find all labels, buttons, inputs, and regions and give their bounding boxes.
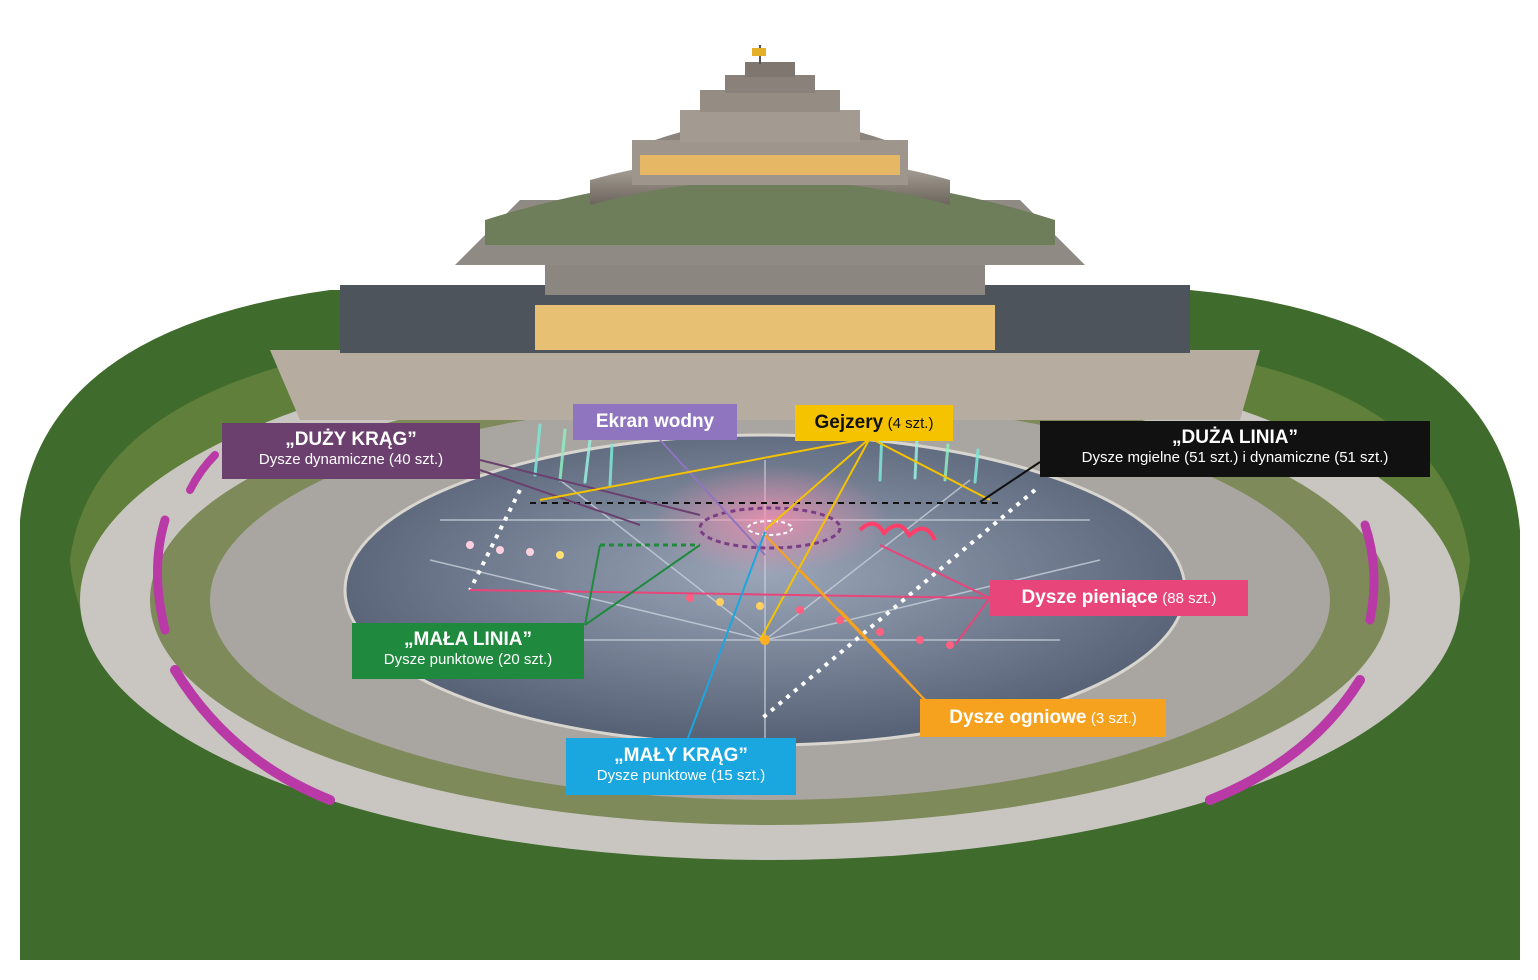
leader-duza-linia [979,461,1041,503]
front-plaza [270,350,1260,420]
dysze-pieniace-arc [858,521,937,541]
leader-pieniace-2 [879,544,991,599]
label-mala-linia-sub: Dysze punktowe (20 szt.) [383,650,553,668]
label-gejzery-sub: (4 szt.) [887,415,934,432]
leader-ekran-wodny [659,439,766,556]
flower-strip-left-top [186,451,219,494]
leader-gejzery-2 [764,437,871,531]
label-gejzery-title: Gejzery [814,412,884,433]
water-jets [533,423,980,487]
label-dysze-ogniowe: Dysze ogniowe (3 szt.) [920,699,1166,737]
leader-mala-linia-1 [584,544,701,626]
label-mala-linia: „MAŁA LINIA” Dysze punktowe (20 szt.) [352,623,584,679]
label-duzy-krag-sub: Dysze dynamiczne (40 szt.) [258,450,444,468]
label-dysze-pieniace-title: Dysze pieniące [1021,587,1158,608]
label-dysze-pieniace: Dysze pieniące (88 szt.) [990,580,1248,616]
label-gejzery: Gejzery (4 szt.) [795,405,953,441]
label-mala-linia-title: „MAŁA LINIA” [403,629,533,650]
duza-linia-nozzles [468,488,1037,722]
duzy-krag-marker [698,506,842,550]
flower-strip-right [1205,675,1365,805]
label-maly-krag-sub: Dysze punktowe (15 szt.) [596,766,766,784]
label-duzy-krag: „DUŻY KRĄG” Dysze dynamiczne (40 szt.) [222,423,480,479]
label-duza-linia: „DUŻA LINIA” Dysze mgielne (51 szt.) i d… [1040,421,1430,477]
label-dysze-pieniace-sub: (88 szt.) [1162,590,1217,607]
label-maly-krag: „MAŁY KRĄG” Dysze punktowe (15 szt.) [566,738,796,795]
label-dysze-ogniowe-title: Dysze ogniowe [949,707,1087,728]
leader-mala-linia-2 [584,544,601,626]
leader-ogniowe-4 [869,639,926,701]
flower-strip-left-upper [153,515,170,635]
label-ekran-wodny-title: Ekran wodny [595,411,715,432]
label-maly-krag-title: „MAŁY KRĄG” [614,745,748,766]
label-ekran-wodny: Ekran wodny [573,404,737,440]
label-duza-linia-sub: Dysze mgielne (51 szt.) i dynamiczne (51… [1081,448,1389,466]
label-dysze-ogniowe-sub: (3 szt.) [1090,710,1137,727]
leader-maly-krag [687,531,766,739]
flower-strip-right-upper [1360,520,1379,625]
centennial-hall [340,45,1190,353]
leader-gejzery-1 [539,437,871,501]
flower-strip-left [170,665,335,805]
leader-gejzery-3 [759,437,871,641]
maly-krag-marker [747,520,793,536]
label-duzy-krag-title: „DUŻY KRĄG” [285,429,417,450]
label-duza-linia-title: „DUŻA LINIA” [1172,427,1298,448]
leader-duzy-krag [479,459,701,516]
leader-gejzery-4 [869,437,991,501]
leader-pieniace-3 [954,597,991,646]
leader-pieniace-1 [469,589,991,599]
leader-duzy-krag-2 [479,469,641,526]
